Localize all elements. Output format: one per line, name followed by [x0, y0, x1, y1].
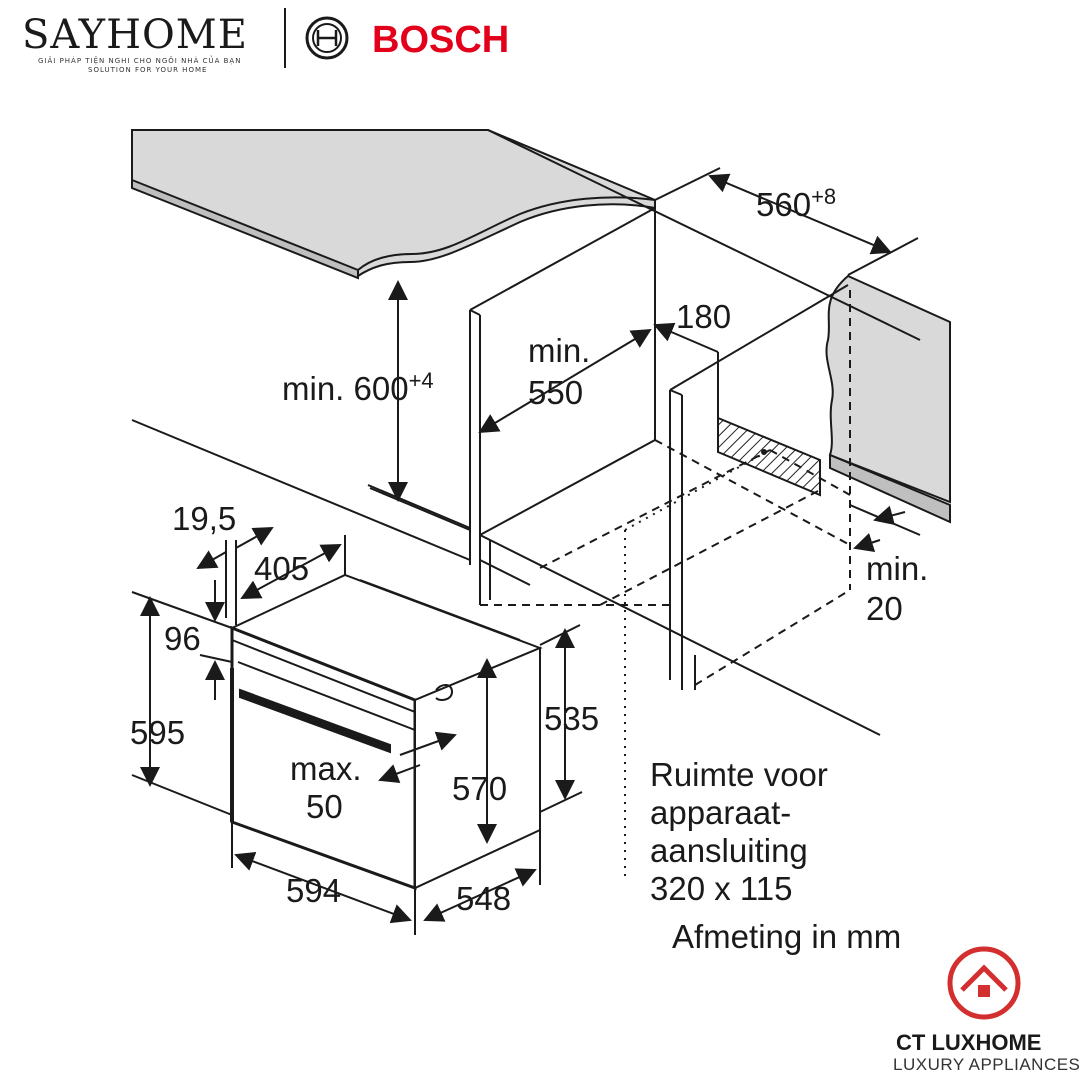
- ctluxhome-logo-text: CT LUXHOME: [896, 1030, 1041, 1055]
- dim-body-height: 570: [452, 770, 507, 807]
- bosch-logo-text: BOSCH: [372, 19, 509, 61]
- dim-max-label-2: 50: [306, 788, 343, 825]
- connection-area: [717, 416, 821, 497]
- dim-depth-label-1: min.: [528, 332, 590, 369]
- notes: Ruimte voor apparaat- aansluiting 320 x …: [650, 756, 901, 955]
- note-line-1: Ruimte voor: [650, 756, 828, 793]
- dim-front-offset: 19,5: [172, 500, 236, 537]
- note-line-4: 320 x 115: [650, 870, 793, 907]
- dim-gap-label-1: min.: [866, 550, 928, 587]
- dim-width: 594: [286, 872, 341, 909]
- ctluxhome-tagline: LUXURY APPLIANCES: [893, 1055, 1080, 1074]
- dim-side-height: 535: [544, 700, 599, 737]
- dim-depth: 548: [456, 880, 511, 917]
- dim-depth-label-2: 550: [528, 374, 583, 411]
- bosch-armature-icon: [305, 16, 349, 60]
- dim-vent: 180: [676, 298, 731, 335]
- dim-total-height: 595: [130, 714, 185, 751]
- dim-niche-height: min. 600+4: [282, 368, 434, 407]
- dimension-lines: [131, 167, 921, 935]
- hidden-lines: [480, 290, 851, 880]
- dim-max-label-1: max.: [290, 750, 362, 787]
- header-brand: SAYHOME GIẢI PHÁP TIỆN NGHI CHO NGÔI NHÀ…: [22, 8, 509, 74]
- note-line-3: aansluiting: [650, 832, 808, 869]
- sayhome-logo-text: SAYHOME: [22, 12, 248, 58]
- note-line-2: apparaat-: [650, 794, 791, 831]
- unit-note: Afmeting in mm: [672, 918, 901, 955]
- footer-brand: CT LUXHOME LUXURY APPLIANCES: [893, 946, 1080, 1074]
- dim-panel-height: 96: [164, 620, 201, 657]
- countertop-right: [825, 274, 951, 524]
- sayhome-tagline-2: SOLUTION FOR YOUR HOME: [88, 66, 207, 74]
- dim-cabinet-width: 560+8: [756, 184, 836, 223]
- oven: [229, 573, 543, 891]
- sayhome-tagline-1: GIẢI PHÁP TIỆN NGHI CHO NGÔI NHÀ CỦA BẠN: [38, 55, 241, 65]
- cabinet-niche: [131, 129, 921, 736]
- dim-gap-label-2: 20: [866, 590, 903, 627]
- house-circle-icon: [947, 946, 1021, 1020]
- countertop: [131, 129, 656, 280]
- dim-top-depth: 405: [254, 550, 309, 587]
- dimension-labels: 560+8 min. 600+4 min. 550 180 min. 20 19…: [130, 184, 928, 917]
